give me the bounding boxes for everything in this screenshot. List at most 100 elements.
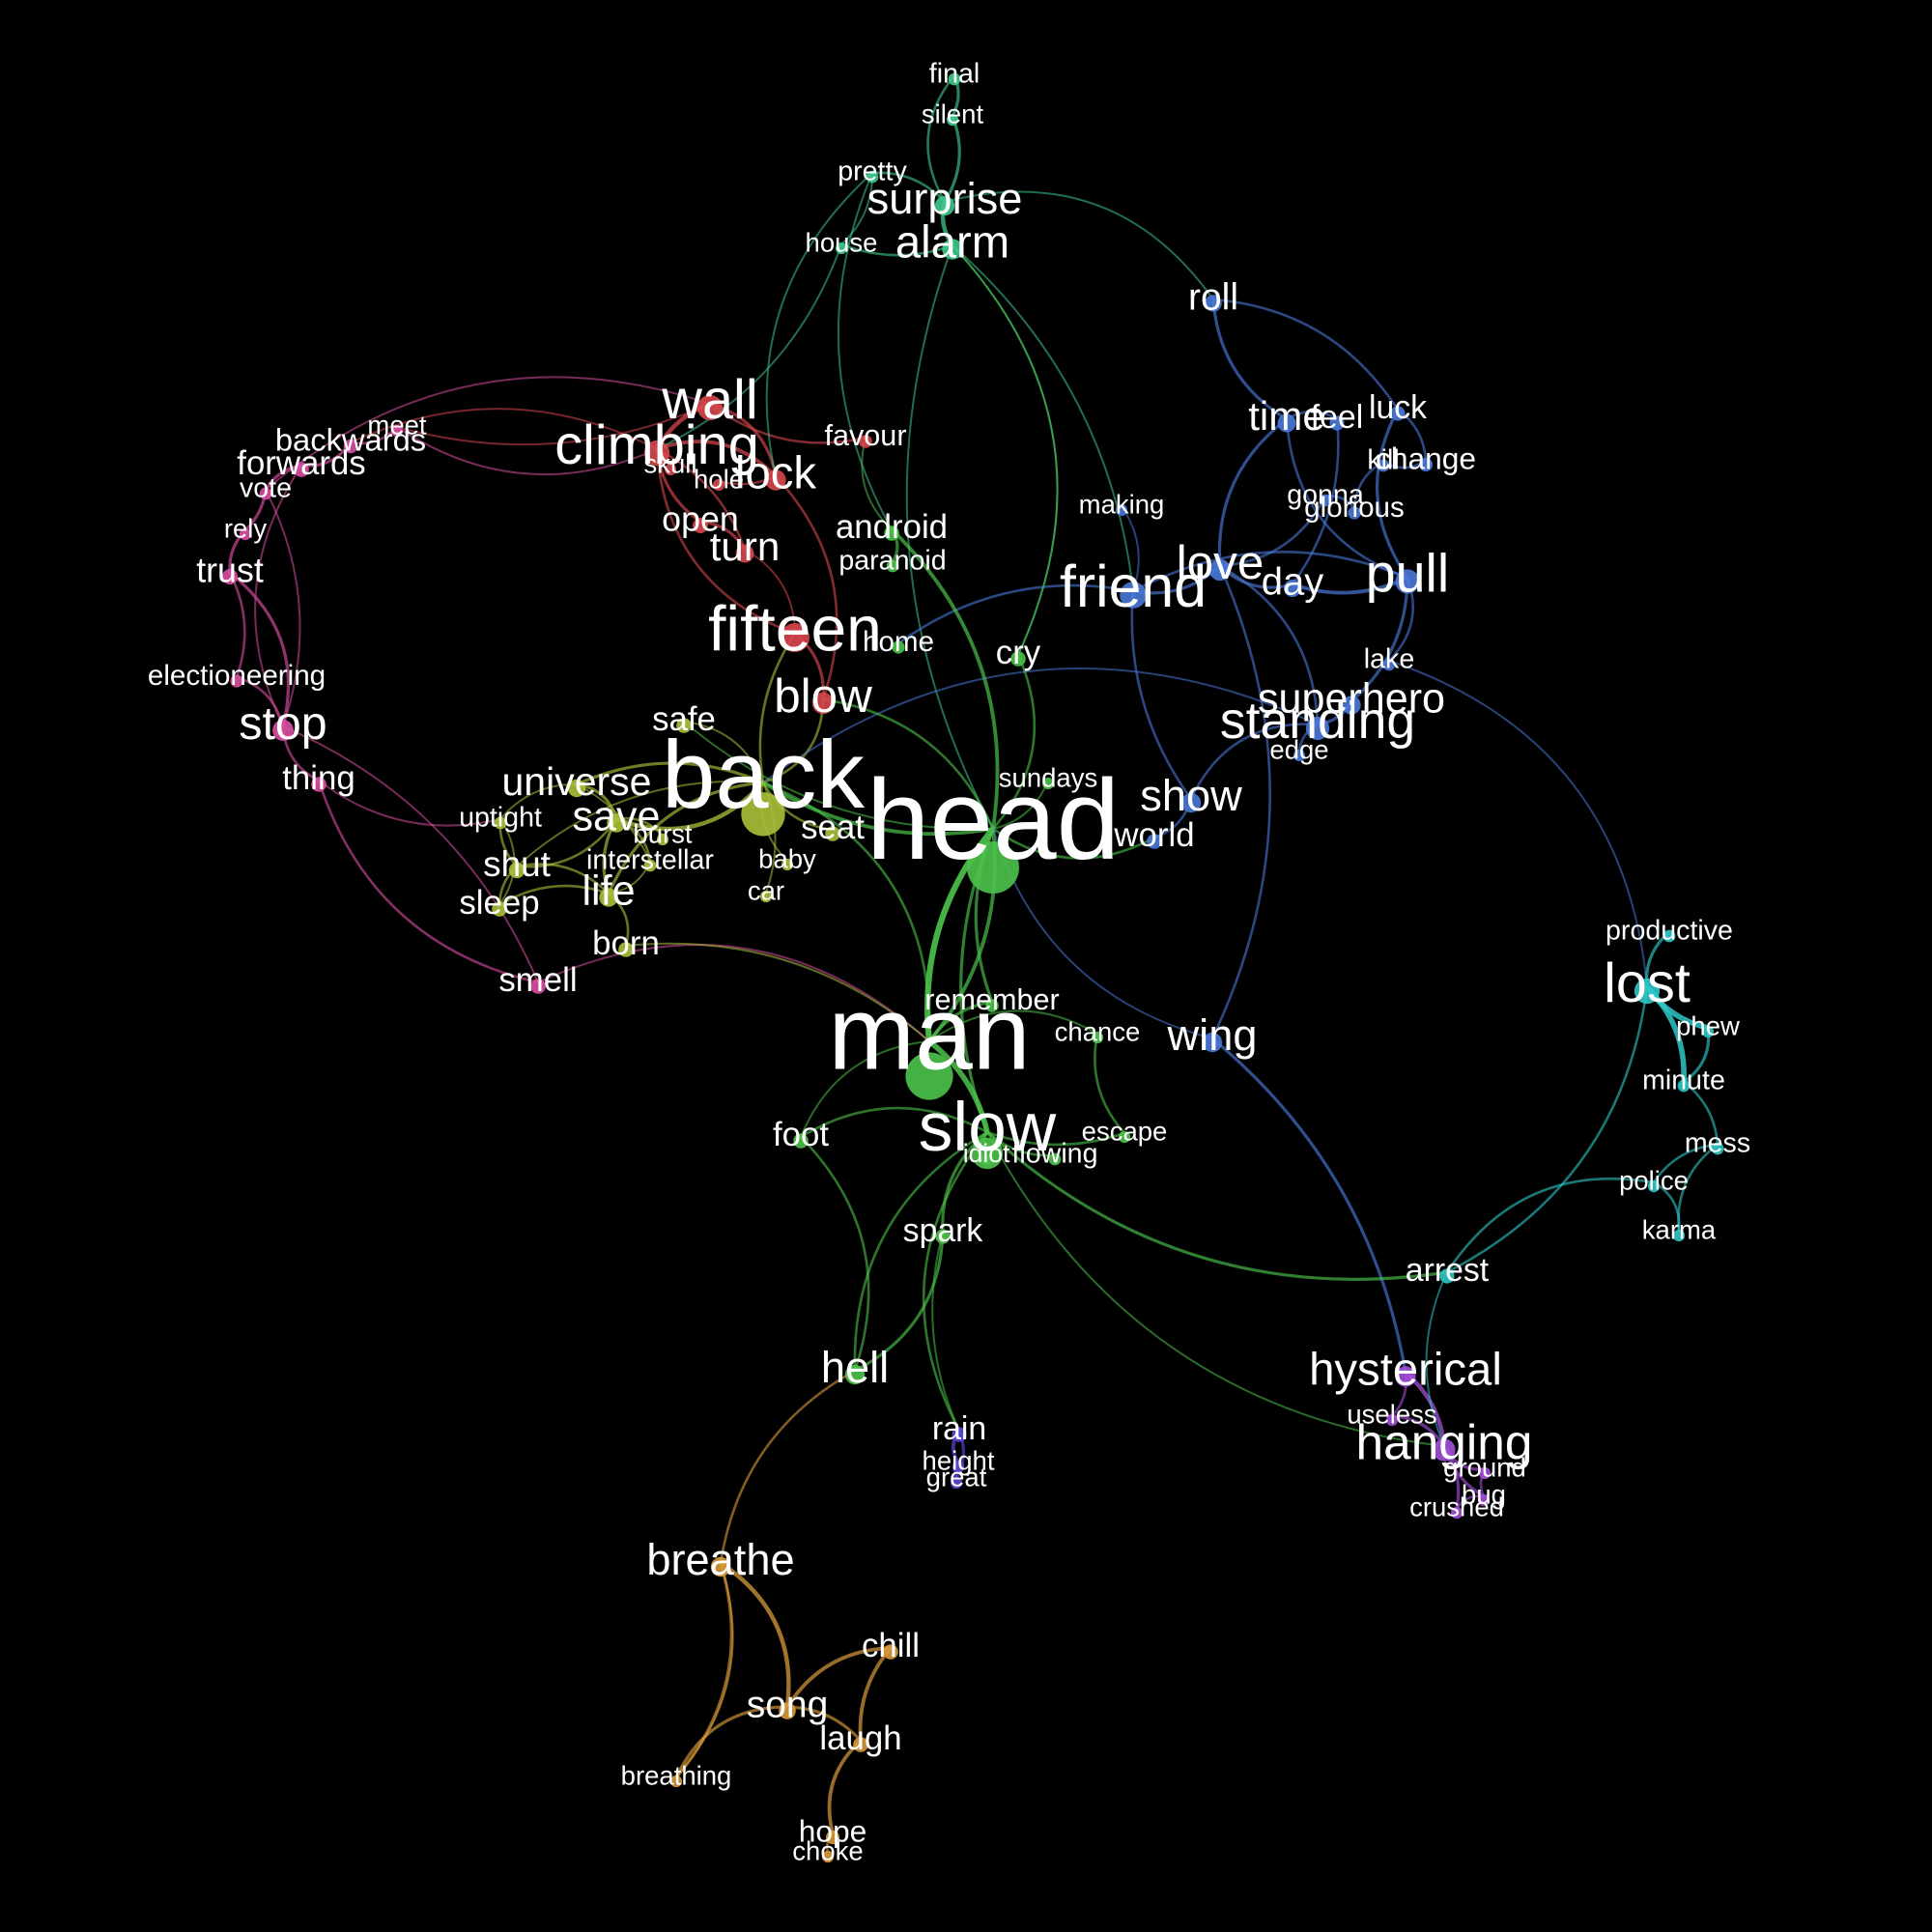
node-label-lock: lock (735, 448, 816, 499)
node-label-house: house (806, 227, 878, 257)
node-marker-breathe (710, 1556, 731, 1577)
node-label-turn: turn (710, 524, 781, 569)
node-label-back: back (662, 722, 865, 829)
node-label-hell: hell (821, 1343, 889, 1392)
node-label-rely: rely (224, 513, 268, 543)
node-marker-android (884, 526, 899, 541)
node-label-meet: meet (367, 410, 426, 440)
node-marker-hanging (1433, 1438, 1456, 1462)
edge-pull-superhero (1350, 577, 1409, 703)
node-marker-surprise (934, 195, 955, 216)
node-marker-favour (859, 435, 872, 448)
node-marker-arrest (1439, 1268, 1455, 1284)
edge-pretty-lock (765, 172, 873, 477)
node-label-song: song (747, 1684, 829, 1725)
node-label-feel: feel (1311, 399, 1364, 436)
node-label-arrest: arrest (1406, 1252, 1490, 1289)
node-marker-show (1180, 792, 1202, 813)
node-label-height: height (923, 1445, 995, 1475)
edge-spark-hell (854, 1232, 945, 1373)
node-marker-fifteen (781, 623, 810, 652)
edge-stop-vote (265, 489, 301, 727)
node-marker-home (892, 640, 905, 654)
edge-cry-alarm (952, 244, 1059, 656)
node-marker-lock (765, 469, 786, 491)
edge-pull-luck (1376, 409, 1409, 579)
edge-universe-uptight (499, 782, 578, 820)
edge-song-breathing (674, 1705, 788, 1778)
edge-man-remember (927, 1000, 993, 1042)
edge-alarm-head (905, 244, 994, 830)
node-marker-stop (272, 720, 294, 741)
node-label-change: change (1376, 440, 1476, 475)
edge-smell-man (537, 944, 930, 1042)
node-label-sundays: sundays (999, 762, 1097, 792)
edge-slow-hanging (986, 1131, 1445, 1447)
node-marker-change (1418, 457, 1434, 472)
edge-head-cry (992, 654, 1037, 830)
node-marker-rain (952, 1427, 967, 1442)
edge-thing-smell (317, 780, 539, 984)
node-label-smell: smell (498, 961, 577, 999)
edge-surprise-final (926, 74, 956, 203)
edge-standing-back (762, 668, 1319, 783)
node-label-hope: hope (799, 1813, 867, 1848)
node-label-show: show (1140, 771, 1242, 820)
node-marker-silent (946, 113, 959, 127)
node-label-uptight: uptight (459, 803, 542, 834)
node-label-universe: universe (502, 759, 652, 804)
node-label-vote: vote (240, 473, 292, 504)
node-marker-hole (712, 478, 725, 492)
edge-mess-karma (1677, 1143, 1719, 1233)
node-marker-roll (1205, 295, 1222, 312)
edge-alarm-friend (952, 244, 1134, 592)
node-marker-paranoid (886, 559, 899, 573)
edge-turn-fifteen (744, 549, 796, 635)
node-marker-open (693, 518, 708, 533)
node-marker-chance (1091, 1031, 1104, 1044)
edge-climbing-backwards (350, 408, 658, 450)
edge-chill-laugh (858, 1646, 893, 1742)
edge-head-world (992, 827, 1155, 860)
node-marker-glorious (1348, 506, 1361, 520)
node-label-forwards: forwards (237, 444, 365, 482)
node-marker-bug (1477, 1493, 1491, 1507)
node-marker-chill (883, 1644, 898, 1660)
node-marker-seat (825, 826, 840, 841)
node-marker-kill (1377, 459, 1390, 472)
node-label-stop: stop (239, 697, 327, 750)
edge-head-android (890, 527, 1000, 830)
node-marker-man (905, 1052, 953, 1100)
node-marker-cry (1010, 651, 1026, 667)
node-label-baby: baby (758, 843, 816, 873)
edge-trust-electioneering (228, 572, 246, 678)
edge-friend-home (897, 583, 1134, 645)
node-marker-meet (390, 424, 404, 438)
edge-meet-climbing (396, 426, 658, 476)
edge-time-pull (1285, 418, 1408, 580)
node-label-silent: silent (922, 99, 984, 128)
edge-gonna-love (1219, 496, 1327, 568)
node-marker-edge (1293, 749, 1306, 762)
edge-android-favour (861, 437, 893, 530)
node-marker-remember (985, 999, 999, 1012)
node-marker-interstellar (643, 859, 657, 872)
node-label-paranoid: paranoid (838, 546, 946, 577)
edge-house-climbing (656, 243, 842, 450)
edge-lake-lost (1388, 660, 1648, 988)
edge-foot-hell (800, 1136, 870, 1372)
node-label-time: time (1248, 393, 1325, 439)
node-label-kill: kill (1367, 445, 1399, 476)
edge-man-chance (928, 1009, 1098, 1042)
edge-pull-day (1292, 576, 1408, 595)
node-label-superhero: superhero (1258, 675, 1445, 722)
node-marker-uptight (494, 816, 507, 830)
node-marker-song (779, 1702, 796, 1719)
node-label-crushed: crushed (1409, 1492, 1504, 1521)
node-label-open: open (662, 499, 739, 538)
edge-time-love (1217, 417, 1288, 567)
node-label-backwards: backwards (275, 422, 426, 458)
node-label-home: home (863, 626, 934, 658)
node-marker-police (1647, 1179, 1661, 1193)
node-label-burst: burst (633, 818, 692, 848)
